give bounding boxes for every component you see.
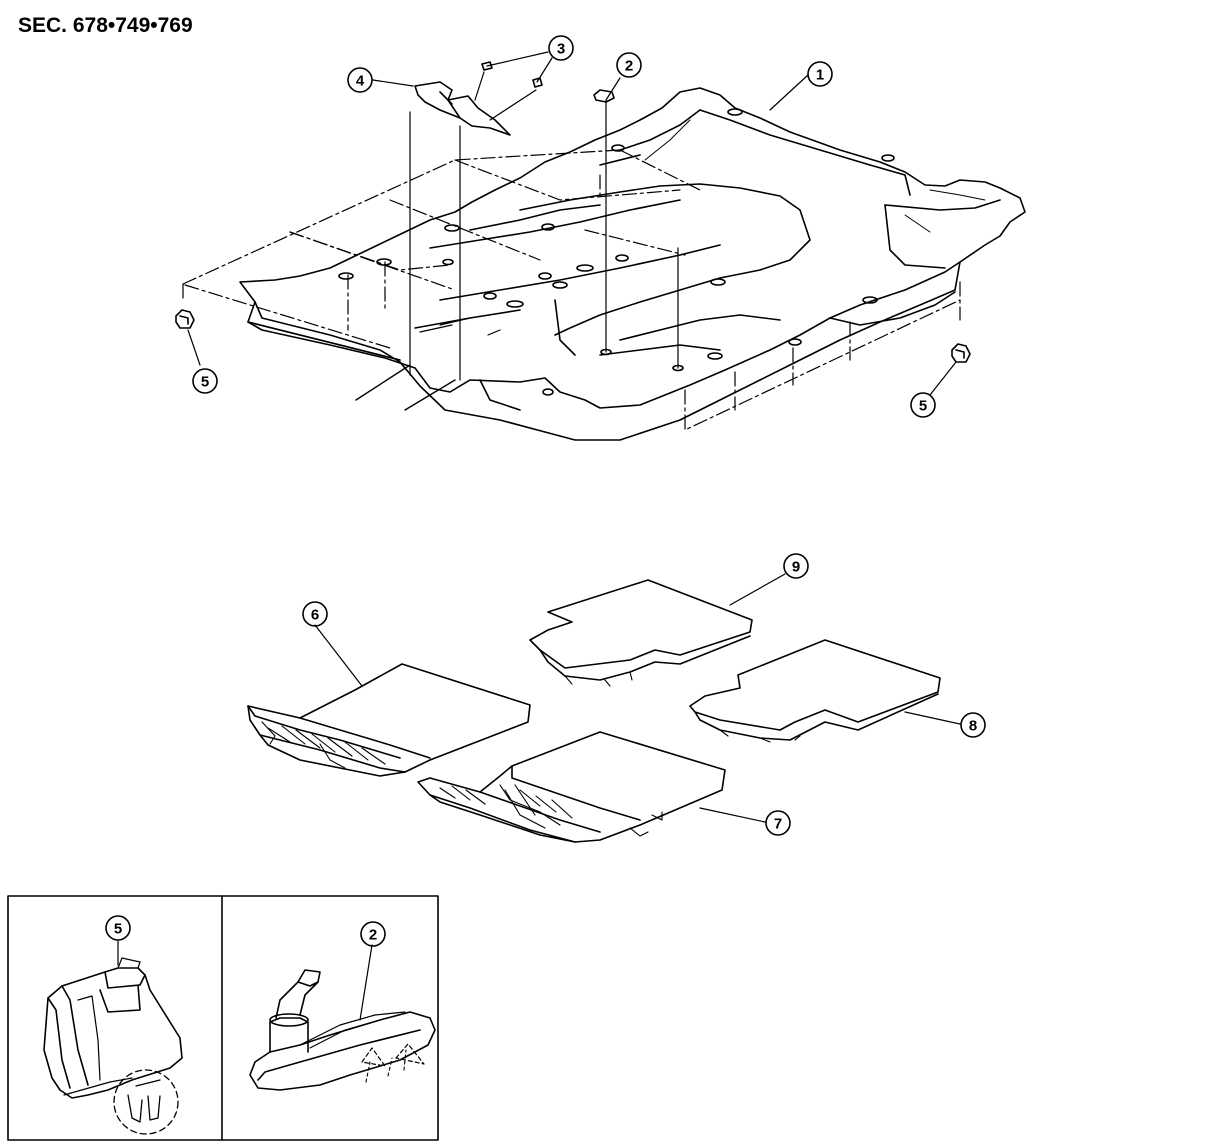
callout-detail-2: 2 [360, 921, 386, 947]
finisher-part-4 [414, 81, 511, 136]
svg-text:1: 1 [816, 67, 824, 84]
callout-1: 1 [807, 61, 833, 87]
svg-text:3: 3 [557, 41, 565, 58]
svg-text:9: 9 [792, 559, 800, 576]
leader-7 [699, 807, 766, 823]
callout-4: 4 [347, 67, 373, 93]
leader-8 [904, 711, 961, 725]
section-code: SEC. 678•749•769 [18, 14, 193, 37]
leader-line-left-2 [404, 379, 456, 411]
svg-text:7: 7 [774, 816, 782, 833]
floor-mat-part-8 [689, 639, 941, 743]
svg-text:5: 5 [919, 398, 927, 415]
svg-text:8: 8 [969, 718, 977, 735]
leader-9 [729, 573, 786, 606]
svg-text:2: 2 [369, 927, 377, 944]
svg-text:4: 4 [356, 73, 365, 90]
callout-6: 6 [302, 601, 328, 627]
floor-mat-part-9 [529, 579, 753, 687]
detail-grommet-part-5 [43, 940, 183, 1135]
callout-7: 7 [765, 810, 791, 836]
grommet-part-5-left [175, 309, 201, 366]
floor-mat-part-7 [417, 731, 726, 843]
callout-8: 8 [960, 712, 986, 738]
body-floor-outline [182, 149, 961, 431]
callout-detail-5: 5 [105, 915, 131, 941]
clip-part-2 [593, 77, 621, 103]
clip-part-3 [474, 51, 553, 121]
leader-4 [372, 79, 414, 87]
detail-box [7, 895, 439, 1141]
svg-text:5: 5 [201, 374, 209, 391]
callout-9: 9 [783, 553, 809, 579]
svg-text:6: 6 [311, 607, 319, 624]
callout-3: 3 [548, 35, 574, 61]
svg-text:5: 5 [114, 921, 122, 938]
callout-2: 2 [616, 52, 642, 78]
leader-6 [314, 624, 363, 687]
grommet-part-5-right [929, 343, 971, 396]
svg-text:2: 2 [625, 58, 633, 75]
leader-1 [769, 74, 809, 111]
detail-clip-part-2 [249, 944, 436, 1091]
floor-carpet-part-1 [239, 87, 1026, 441]
floor-mat-part-6 [247, 663, 531, 777]
callout-5-right: 5 [910, 392, 936, 418]
leader-line-left-1 [355, 364, 411, 401]
callout-5-left: 5 [192, 368, 218, 394]
